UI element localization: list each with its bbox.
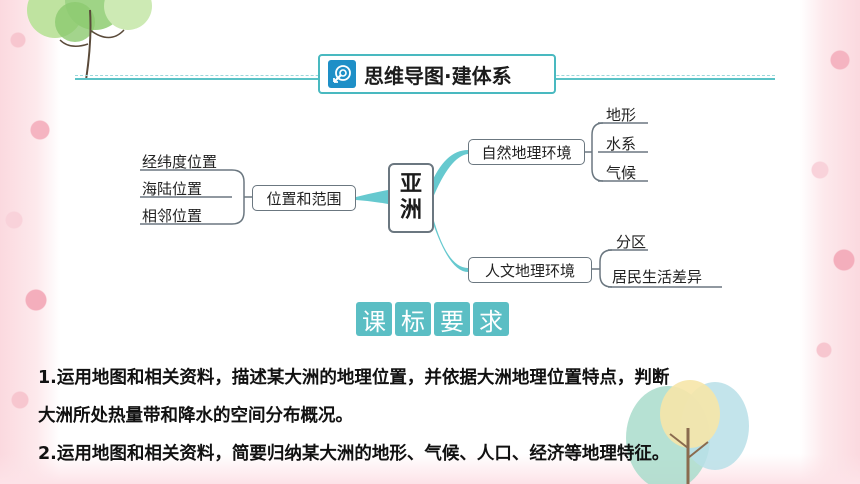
mindmap-leaf: 相邻位置 <box>142 207 203 225</box>
mindmap-leaf: 海陆位置 <box>142 180 203 198</box>
mindmap-leaf: 水系 <box>606 135 637 153</box>
decorative-border-right <box>800 0 860 484</box>
target-pointer-icon <box>328 60 356 88</box>
badge-char: 课 <box>356 302 392 336</box>
mindmap-center-char: 洲 <box>399 198 422 223</box>
tree-decoration-icon <box>27 0 152 80</box>
mindmap-center-char: 亚 <box>399 172 422 197</box>
mindmap-node-label: 自然地理环境 <box>481 143 572 162</box>
mindmap-leaf: 经纬度位置 <box>142 153 218 171</box>
requirements-badge: 课 标 要 求 <box>356 302 509 336</box>
tree-decoration-icon <box>626 380 749 484</box>
mindmap-node-human: 人文地理环境 <box>468 257 592 283</box>
mindmap-leaf: 气候 <box>606 164 637 182</box>
mindmap-leaf: 分区 <box>616 233 647 251</box>
mindmap-leaf: 地形 <box>606 106 637 124</box>
mindmap-node-label: 位置和范围 <box>266 189 342 208</box>
mindmap-leaf: 居民生活差异 <box>612 268 703 286</box>
mindmap-node-natural: 自然地理环境 <box>468 139 585 165</box>
section-header: 思维导图·建体系 <box>318 54 556 94</box>
badge-char: 标 <box>395 302 431 336</box>
page-title: 思维导图·建体系 <box>364 63 512 88</box>
mindmap-node-label: 人文地理环境 <box>484 261 575 280</box>
mindmap-center-node: 亚 洲 <box>388 163 434 233</box>
requirement-text-line: 大洲所处热量带和降水的空间分布概况。 <box>38 406 353 426</box>
requirement-text-line: 2.运用地图和相关资料，简要归纳某大洲的地形、气候、人口、经济等地理特征。 <box>38 444 670 464</box>
requirement-text-line: 1.运用地图和相关资料，描述某大洲的地理位置，并依据大洲地理位置特点，判断 <box>38 368 670 388</box>
decorative-border-left <box>0 0 60 484</box>
badge-char: 要 <box>434 302 470 336</box>
mindmap-node-location: 位置和范围 <box>252 185 356 211</box>
badge-char: 求 <box>473 302 509 336</box>
